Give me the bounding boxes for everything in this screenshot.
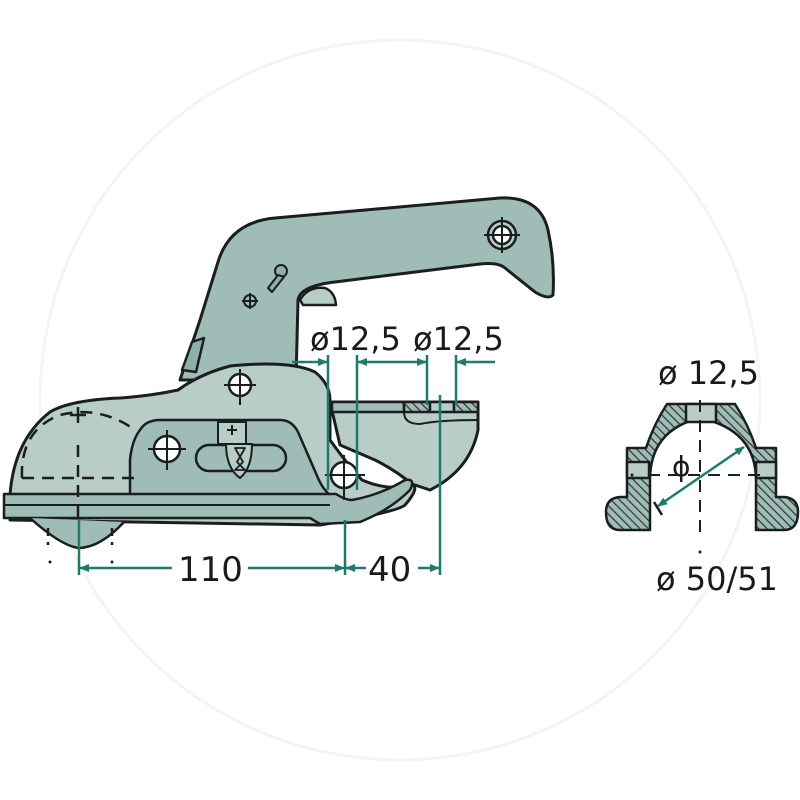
bore-diameter-arrow	[657, 445, 745, 508]
housing-hole-left	[148, 430, 186, 470]
coupling-lever	[178, 196, 555, 382]
ball-axis-dashed	[46, 528, 114, 545]
keyhole-icon	[267, 264, 288, 293]
lever-pivot-hole	[484, 217, 520, 253]
section-shell	[604, 402, 800, 532]
watermark-circle	[38, 38, 762, 762]
lever-hook	[298, 286, 338, 307]
length-110-label: 110	[178, 550, 243, 590]
housing-hole-top	[224, 369, 256, 405]
hole-2-diameter-label: ø12,5	[413, 320, 504, 358]
coupling-side-view	[2, 196, 555, 564]
section-diameter-symbol: ϕ	[672, 450, 690, 483]
tube-section-hatch-2	[452, 400, 480, 414]
ball-outline-dashed	[20, 410, 140, 520]
hole-1-diameter-label: ø12,5	[310, 320, 401, 358]
section-side-window-right	[754, 460, 778, 480]
base-plate	[2, 478, 414, 526]
housing-hole-front	[325, 455, 365, 500]
section-hole-diameter-label: ø 12,5	[658, 354, 759, 392]
wear-indicator	[194, 421, 288, 479]
lever-fin	[180, 336, 206, 374]
section-bore-diameter-label: ø 50/51	[656, 560, 778, 598]
crosshair-icon	[242, 293, 258, 309]
dimension-lines-side	[77, 355, 495, 575]
section-side-window-left	[625, 460, 651, 480]
length-40-label: 40	[368, 550, 411, 590]
